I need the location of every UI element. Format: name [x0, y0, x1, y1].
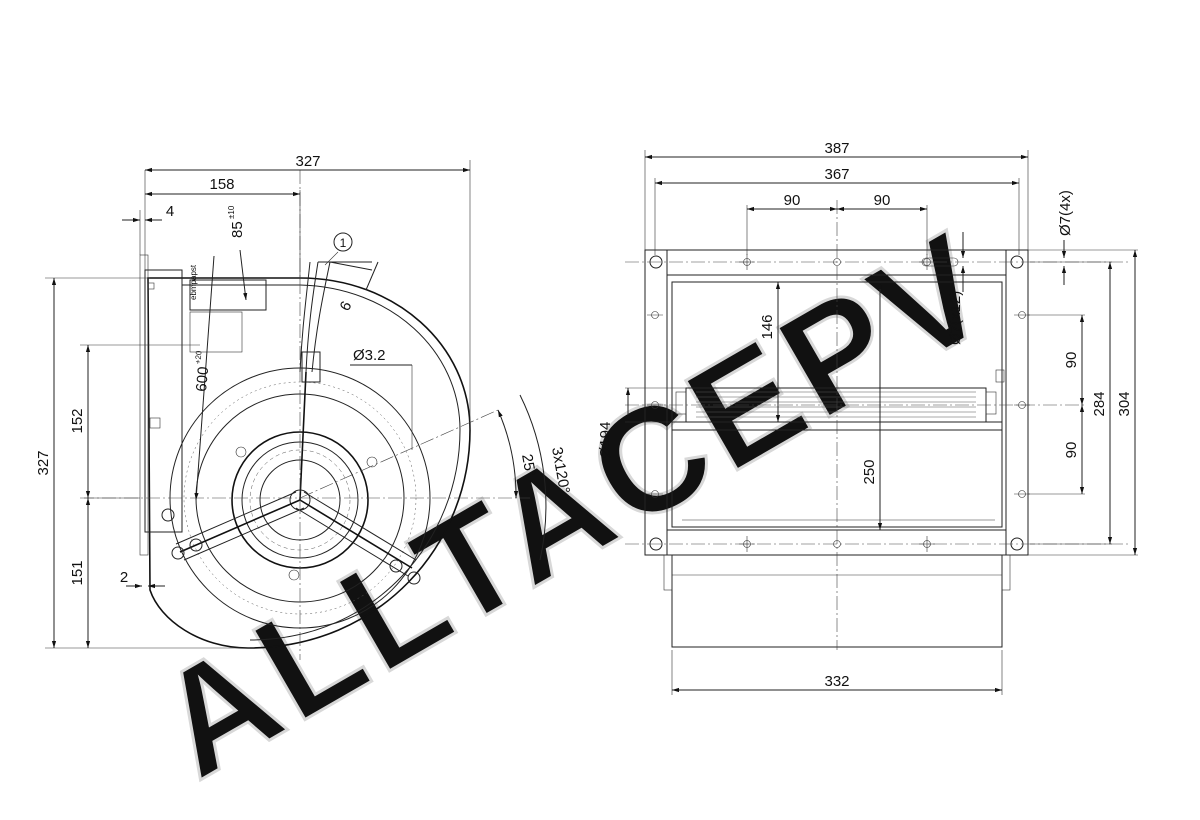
rating-plate: [189, 279, 267, 311]
dim-height-284: 284: [1091, 391, 1108, 416]
foot-right: [1001, 554, 1011, 591]
impeller-lines: [696, 391, 976, 418]
extension-lines-h: [45, 277, 250, 649]
dim-hole: Ø3.2: [353, 347, 386, 364]
note-marker-circle: [333, 232, 353, 252]
top-flange: [666, 249, 1007, 276]
watermark-text: ALLTACEPV: [129, 198, 1020, 809]
dim-upper-90: 90: [1063, 352, 1080, 369]
dim-front-width: 387: [824, 140, 849, 157]
dim-gap: 2: [120, 569, 128, 586]
dim-line-cable-length: [194, 255, 215, 501]
dim-flange: 4: [166, 203, 174, 220]
cable-bundle: [299, 261, 331, 373]
cable-ends: [318, 261, 373, 271]
dim-cable-end-tol: ±10: [227, 205, 236, 219]
dim-flange-holes: Ø7(x12): [947, 291, 964, 345]
dim-angle: 25°: [518, 453, 539, 478]
dim-cable-angle: 6: [337, 299, 356, 314]
label-panel: [189, 311, 243, 353]
watermark: ALLTACEPV: [128, 197, 1022, 811]
arm-mount: [389, 559, 403, 573]
side-tab: [995, 369, 1005, 383]
dim-arc-angle: [497, 409, 519, 499]
bottom-flange: [666, 529, 1007, 556]
scroll-housing: [147, 277, 471, 649]
right-bearing: [985, 391, 997, 415]
left-flange: [644, 249, 668, 556]
dim-height-250: 250: [861, 459, 878, 484]
motor-bolt: [288, 569, 300, 581]
dim-corner-holes: Ø7(4x): [1057, 190, 1074, 236]
dim-overall-width: 327: [295, 153, 320, 170]
angle-centerline: [299, 409, 499, 499]
dim-overall-height: 327: [35, 450, 52, 475]
dim-outlet-width: 332: [824, 673, 849, 690]
support-arm-edges: [175, 491, 417, 577]
dim-lower-height: 151: [69, 560, 86, 585]
dim-height-304: 304: [1116, 391, 1133, 416]
motor-bolt: [235, 446, 247, 458]
arm-mount: [171, 546, 185, 560]
dim-inlet-diameter: Ø194: [597, 422, 614, 459]
dim-cable-length-tol: +20: [193, 350, 203, 365]
arm-mount: [189, 538, 203, 552]
motor-bolt: [366, 456, 378, 468]
flange-edge: [139, 254, 149, 556]
dim-line-cable-angle: [365, 261, 379, 291]
arm-mount: [407, 571, 421, 585]
right-flange: [1005, 249, 1029, 556]
inlet-extension: [625, 387, 686, 423]
front-view: 387 367 90 90 Ø7(4x) Ø7(x12) 146 250 Ø19…: [597, 140, 1138, 695]
dim-hole-spacing: 367: [824, 166, 849, 183]
flange-tab: [147, 282, 155, 290]
plate-label: ebmpapst: [189, 264, 198, 300]
scroll-inner: [182, 284, 461, 641]
dim-cable-end: 85: [229, 221, 246, 238]
dim-line-cable-end: [239, 249, 248, 301]
dim-cable-length: 600: [193, 366, 212, 392]
front-extension-lines-h: [1028, 249, 1138, 556]
dim-left-90: 90: [784, 192, 801, 209]
support-arms: [179, 371, 413, 569]
side-flange: [144, 269, 183, 533]
flange-screw: [161, 508, 175, 522]
dim-center-offset: 158: [209, 176, 234, 193]
front-extension-lines: [644, 150, 1029, 695]
dim-lower-90: 90: [1063, 442, 1080, 459]
dim-arc-pattern: [519, 394, 547, 561]
dim-depth-146: 146: [759, 314, 776, 339]
foot-left: [663, 554, 673, 591]
dim-upper-height: 152: [69, 408, 86, 433]
flange-slot: [149, 417, 161, 429]
note-marker: 1: [340, 236, 347, 250]
cable-clamp: [301, 351, 321, 383]
note-leader: [324, 251, 339, 266]
left-bearing: [675, 391, 687, 415]
dim-right-90: 90: [874, 192, 891, 209]
